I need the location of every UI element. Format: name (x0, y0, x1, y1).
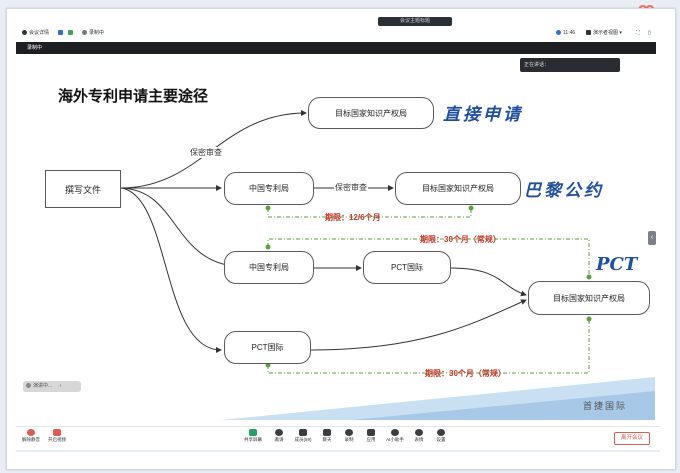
view-switch-button[interactable]: 演示者视图 ▾ (586, 27, 622, 40)
slide-title: 海外专利申请主要途径 (58, 88, 209, 105)
emoji-icon (415, 429, 423, 436)
clock-icon (556, 30, 561, 36)
chat-label: 聊天 (322, 437, 332, 442)
chat-icon (323, 429, 331, 436)
record-button[interactable]: 录制 (338, 429, 360, 443)
record-label: 录制 (344, 437, 354, 442)
meeting-toolbar: 解除静音 开启视频 共享屏幕 邀请 成员(59) 聊天 录制 应用 AI小助手 … (16, 426, 660, 449)
apps-icon (367, 429, 375, 436)
speaker-pill[interactable]: 演讲中... ‹ (23, 381, 81, 392)
members-icon (299, 429, 307, 436)
deadline-pct-top: 期限：30个月（常规） (420, 235, 501, 244)
emoji-button[interactable]: 表情 (408, 429, 430, 443)
leave-meeting-button[interactable]: 离开会议 (614, 432, 650, 445)
recording-status-bar: 录制中 (16, 42, 656, 54)
apps-label: 应用 (366, 437, 376, 442)
start-video-label: 开启视频 (48, 437, 66, 442)
node-pct-intl-upper: PCT国际 (363, 251, 451, 284)
camera-icon (53, 429, 61, 436)
chevron-left-icon[interactable]: ‹ (59, 383, 62, 389)
status-recording-label: 录制中 (27, 45, 43, 51)
unmute-label: 解除静音 (22, 437, 40, 442)
meeting-time: 11:46 (556, 27, 575, 40)
apps-button[interactable]: 应用 (360, 429, 382, 443)
share-screen-button[interactable]: 共享屏幕 (242, 429, 264, 443)
speaker-pill-label: 演讲中... (33, 383, 53, 389)
collapse-panel-icon[interactable]: ‹ (648, 231, 656, 245)
node-cn-office-pct: 中国专利局 (224, 251, 314, 284)
share-screen-label: 共享屏幕 (244, 437, 262, 442)
invite-icon (275, 429, 283, 436)
share-screen-icon (249, 429, 257, 436)
speaking-label: 正在讲话： (524, 62, 550, 68)
settings-button[interactable]: 设置 (430, 429, 452, 443)
invite-button[interactable]: 邀请 (268, 429, 290, 443)
unmute-button[interactable]: 解除静音 (20, 429, 42, 443)
record-icon (345, 429, 353, 436)
meeting-title[interactable]: 会议主题标题 (378, 17, 452, 26)
fullscreen-icon[interactable]: ⛶ (636, 30, 640, 36)
node-pct-intl-lower: PCT国际 (224, 331, 311, 364)
user-icon (26, 383, 31, 389)
view-label: 演示者视图 (593, 30, 619, 36)
ai-assistant-button[interactable]: AI小助手 (384, 429, 406, 443)
invite-label: 邀请 (274, 437, 284, 442)
members-button[interactable]: 成员(59) (292, 429, 314, 443)
route-label-pct: PCT (596, 254, 638, 275)
deadline-pct-bottom: 期限：30个月（常规） (425, 369, 506, 378)
meeting-info-label: 会议详情 (29, 30, 50, 36)
microphone-icon (27, 429, 35, 436)
speaker-popup[interactable]: 正在讲话： (520, 58, 620, 72)
deadline-paris: 期限：12/6个月 (325, 213, 381, 222)
window-bottom-edge (16, 450, 660, 452)
watermark-text: 首捷国际 (582, 402, 627, 412)
recording-label: 录制中 (89, 30, 105, 36)
signal-icon[interactable] (68, 27, 75, 40)
record-dot-icon (82, 30, 87, 36)
flow-diagram-lines (120, 110, 655, 420)
top-bar: 会议详情 录制中 11:46 演示者视图 ▾ ⛶ ▯ (16, 27, 656, 40)
info-icon (22, 30, 27, 36)
window-icon[interactable]: ▯ (648, 30, 651, 36)
edge-label-secrecy-review: 保密审查 (189, 147, 223, 158)
node-cn-office-paris: 中国专利局 (224, 172, 314, 205)
ai-assistant-label: AI小助手 (386, 437, 404, 442)
shield-icon[interactable] (58, 27, 65, 40)
recording-indicator[interactable]: 录制中 (82, 27, 104, 40)
meeting-info-button[interactable]: 会议详情 (22, 27, 49, 40)
node-write-document: 撰写文件 (45, 170, 121, 208)
settings-icon (437, 429, 445, 436)
node-target-office-direct: 目标国家知识产权局 (308, 97, 434, 129)
start-video-button[interactable]: 开启视频 (46, 429, 68, 443)
node-target-office-pct: 目标国家知识产权局 (528, 281, 650, 315)
route-label-direct: 直接申请 (443, 105, 523, 125)
members-label: 成员(59) (294, 437, 312, 442)
settings-label: 设置 (436, 437, 446, 442)
ai-assistant-icon (391, 429, 399, 436)
shared-slide: 海外专利申请主要途径 撰写文件 目标国家知识产权局 中国专利局 目标国家知识产权… (21, 55, 655, 420)
route-label-paris: 巴黎公约 (524, 181, 604, 201)
grid-icon (586, 30, 591, 36)
node-target-office-paris: 目标国家知识产权局 (395, 172, 521, 205)
edge-label-secrecy-review: 保密审查 (334, 182, 368, 193)
chat-button[interactable]: 聊天 (316, 429, 338, 443)
emoji-label: 表情 (414, 437, 424, 442)
time-label: 11:46 (563, 30, 576, 36)
record-dot-icon (20, 45, 25, 50)
